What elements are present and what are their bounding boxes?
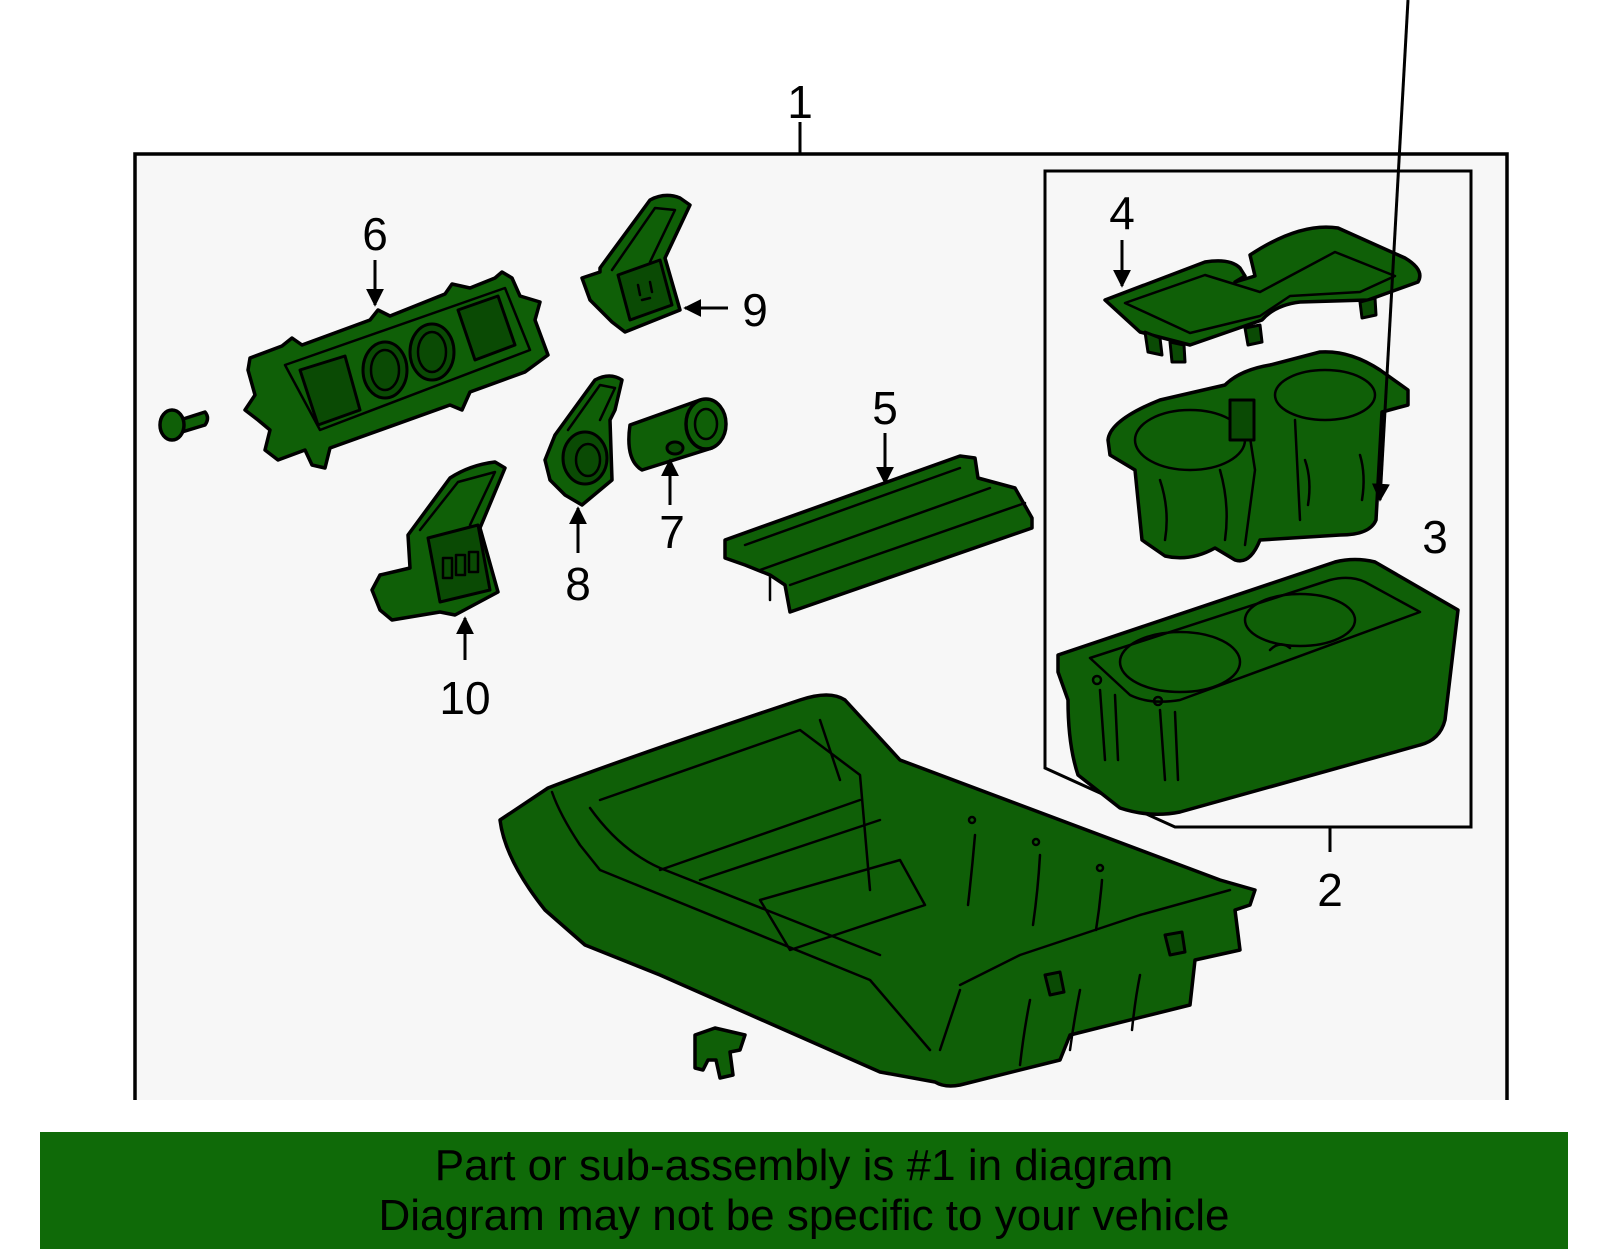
part-5-storage-tray [723,454,1034,614]
callout-7: 7 [659,506,685,558]
part-6-switch-bezel [243,270,550,470]
callout-10: 10 [439,672,490,724]
callout-4: 4 [1109,187,1135,239]
banner-line-1: Part or sub-assembly is #1 in diagram [434,1140,1174,1190]
part-3-cup-holder-insert [1106,350,1410,563]
callout-9: 9 [742,284,768,336]
part-screw [158,408,210,442]
callout-2: 2 [1317,864,1343,916]
callout-1: 1 [787,76,813,128]
part-1-console-housing [498,693,1257,1088]
disclaimer-banner: Part or sub-assembly is #1 in diagram Di… [40,1132,1568,1249]
part-10-usb-port [370,460,507,622]
part-7-lighter [627,397,728,472]
part-9-power-outlet [580,193,692,334]
callout-6: 6 [362,208,388,260]
parts-diagram: 1 2 4 3 [133,0,1509,1100]
part-clip [693,1026,747,1080]
part-4-trim-ring [1103,225,1422,364]
part-2-cup-holder-bin [1056,557,1460,816]
subassembly-frame [1043,169,1473,829]
banner-line-2: Diagram may not be specific to your vehi… [378,1190,1230,1240]
callout-3: 3 [1422,511,1448,563]
part-8-aux-outlet [543,374,624,507]
callout-8: 8 [565,558,591,610]
callout-5: 5 [872,382,898,434]
